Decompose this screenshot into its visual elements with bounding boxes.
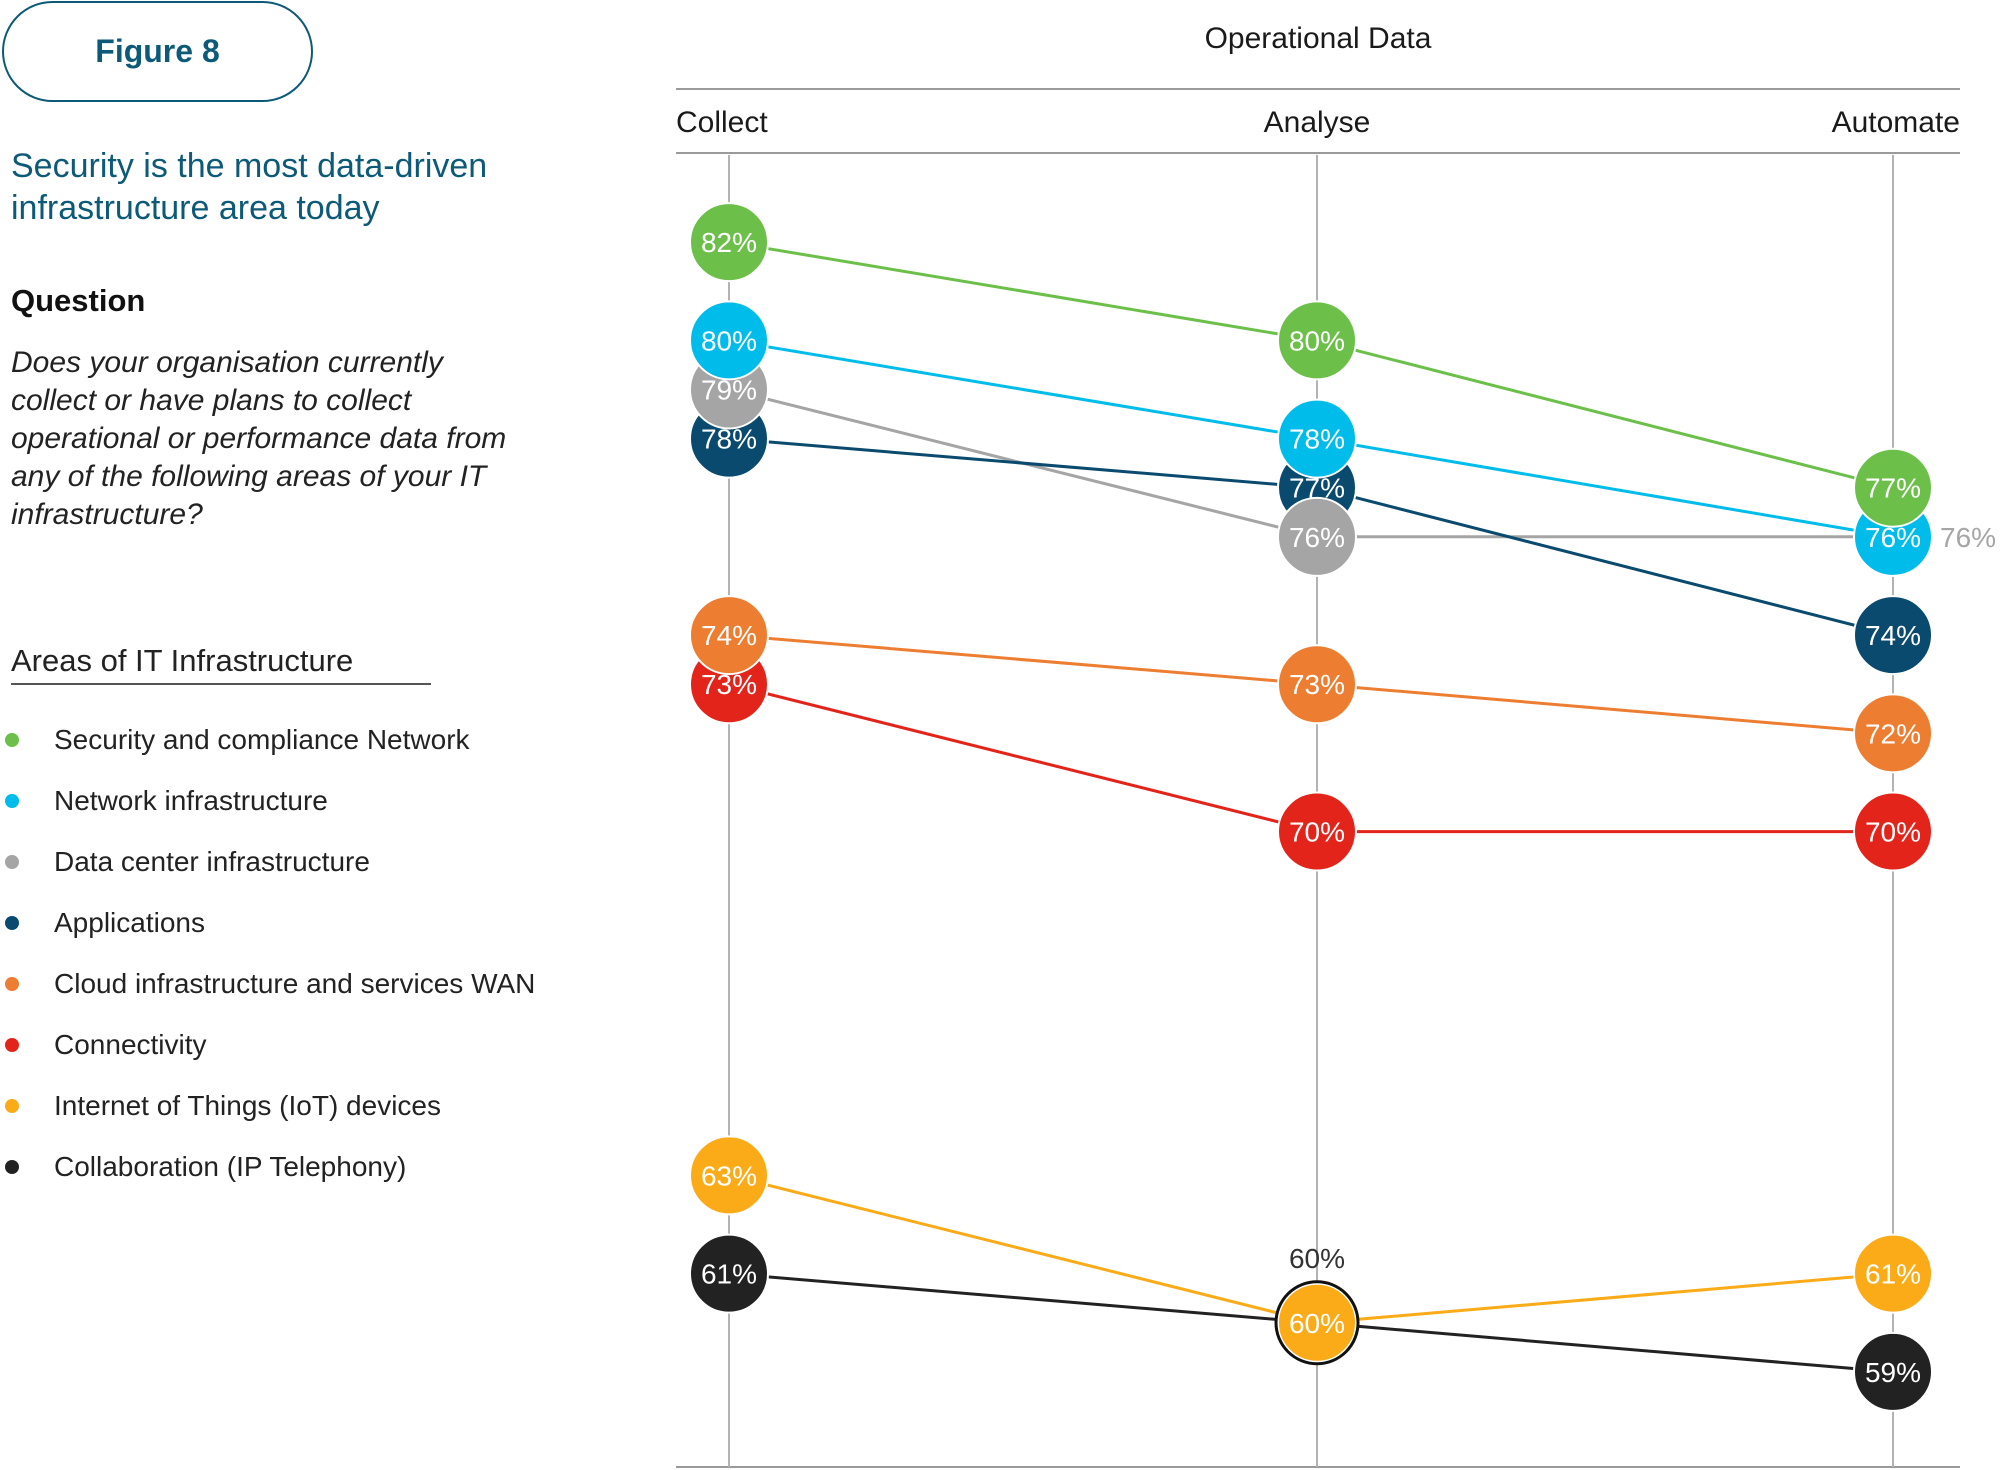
data-label: 80% xyxy=(701,325,757,356)
legend-dot-icon xyxy=(5,794,19,808)
legend-item: Cloud infrastructure and services WAN xyxy=(0,962,600,1023)
data-label: 72% xyxy=(1865,718,1921,749)
figure-label-badge: Figure 8 xyxy=(2,1,313,102)
column-header-collect: Collect xyxy=(676,106,768,139)
legend-dot-icon xyxy=(5,855,19,869)
data-label: 82% xyxy=(701,227,757,258)
legend-item: Network infrastructure xyxy=(0,779,600,840)
data-label: 73% xyxy=(1289,669,1345,700)
legend-title: Areas of IT Infrastructure xyxy=(11,643,431,685)
data-label: 59% xyxy=(1865,1357,1921,1388)
data-point-marker xyxy=(1277,644,1357,725)
data-label: 70% xyxy=(1289,817,1345,848)
data-point-marker xyxy=(1277,398,1357,479)
legend-item: Applications xyxy=(0,901,600,962)
data-point-marker xyxy=(1853,1331,1933,1412)
data-point: 59% xyxy=(1853,1331,1933,1412)
data-point: 73% xyxy=(1277,644,1357,725)
data-point-marker xyxy=(1853,447,1933,528)
data-label: 74% xyxy=(701,620,757,651)
data-label: 70% xyxy=(1865,817,1921,848)
data-point-marker xyxy=(1853,1233,1933,1314)
data-point: 74% xyxy=(689,595,769,676)
legend-dot-icon xyxy=(5,1038,19,1052)
data-point: 72% xyxy=(1853,693,1933,774)
question-label: Question xyxy=(11,283,146,318)
legend-dot-icon xyxy=(5,733,19,747)
data-point: 70% xyxy=(1853,791,1933,872)
data-point: 74% xyxy=(1853,595,1933,676)
headline: Security is the most data-driven infrast… xyxy=(11,147,488,227)
data-point-marker xyxy=(1277,1282,1357,1363)
annotation-label: 76% xyxy=(1940,522,1996,553)
legend-label: Connectivity xyxy=(54,1029,207,1060)
data-point-marker xyxy=(1853,693,1933,774)
data-point: 80% xyxy=(689,300,769,381)
legend-label: Security and compliance Network xyxy=(54,724,470,755)
data-label: 63% xyxy=(701,1160,757,1191)
legend-label: Data center infrastructure xyxy=(54,846,370,877)
data-point-marker xyxy=(689,202,769,283)
data-point: 77% xyxy=(1853,447,1933,528)
data-label: 74% xyxy=(1865,620,1921,651)
data-point: 61% xyxy=(689,1233,769,1314)
data-point: 61% xyxy=(1853,1233,1933,1314)
legend-label: Applications xyxy=(54,907,205,938)
legend-dot-icon xyxy=(5,916,19,930)
column-header-analyse: Analyse xyxy=(1264,106,1371,139)
data-point-marker xyxy=(1277,496,1357,577)
highlight-ring xyxy=(1274,1280,1360,1366)
chart-title: Operational Data xyxy=(1205,22,1432,55)
data-point-marker xyxy=(689,595,769,676)
legend-label: Network infrastructure xyxy=(54,785,328,816)
legend-item: Internet of Things (IoT) devices xyxy=(0,1084,600,1145)
data-point: 76% xyxy=(1277,496,1357,577)
column-header-automate: Automate xyxy=(1832,106,1960,139)
left-panel: Figure 8 Security is the most data-drive… xyxy=(0,0,640,1470)
legend-dot-icon xyxy=(5,1099,19,1113)
data-point-marker xyxy=(1853,791,1933,872)
data-point: 82% xyxy=(689,202,769,283)
data-label: 80% xyxy=(1289,325,1345,356)
data-label: 61% xyxy=(1865,1259,1921,1290)
data-label: 77% xyxy=(1865,473,1921,504)
data-point: 60% xyxy=(1277,1282,1357,1363)
data-point-marker xyxy=(1277,300,1357,381)
legend-item: Security and compliance Network xyxy=(0,718,600,779)
data-point: 70% xyxy=(1277,791,1357,872)
data-point-marker xyxy=(1277,791,1357,872)
legend-label: Cloud infrastructure and services WAN xyxy=(54,968,536,999)
legend-item: Data center infrastructure xyxy=(0,840,600,901)
annotation-label: 60% xyxy=(1289,1243,1345,1274)
legend-label: Collaboration (IP Telephony) xyxy=(54,1151,407,1182)
data-label: 61% xyxy=(701,1259,757,1290)
data-point-marker xyxy=(689,1135,769,1216)
data-label: 60% xyxy=(1289,1308,1345,1339)
legend-item: Collaboration (IP Telephony) xyxy=(0,1145,600,1206)
data-label: 78% xyxy=(1289,424,1345,455)
legend-dot-icon xyxy=(5,1160,19,1174)
data-point: 63% xyxy=(689,1135,769,1216)
question-text: Does your organisation currently collect… xyxy=(11,346,507,531)
legend-label: Internet of Things (IoT) devices xyxy=(54,1090,441,1121)
data-point-marker xyxy=(1853,595,1933,676)
data-point-marker xyxy=(689,1233,769,1314)
legend-dot-icon xyxy=(5,977,19,991)
data-point: 78% xyxy=(1277,398,1357,479)
data-label: 76% xyxy=(1289,522,1345,553)
data-point-marker xyxy=(689,300,769,381)
legend-item: Connectivity xyxy=(0,1023,600,1084)
data-point: 80% xyxy=(1277,300,1357,381)
